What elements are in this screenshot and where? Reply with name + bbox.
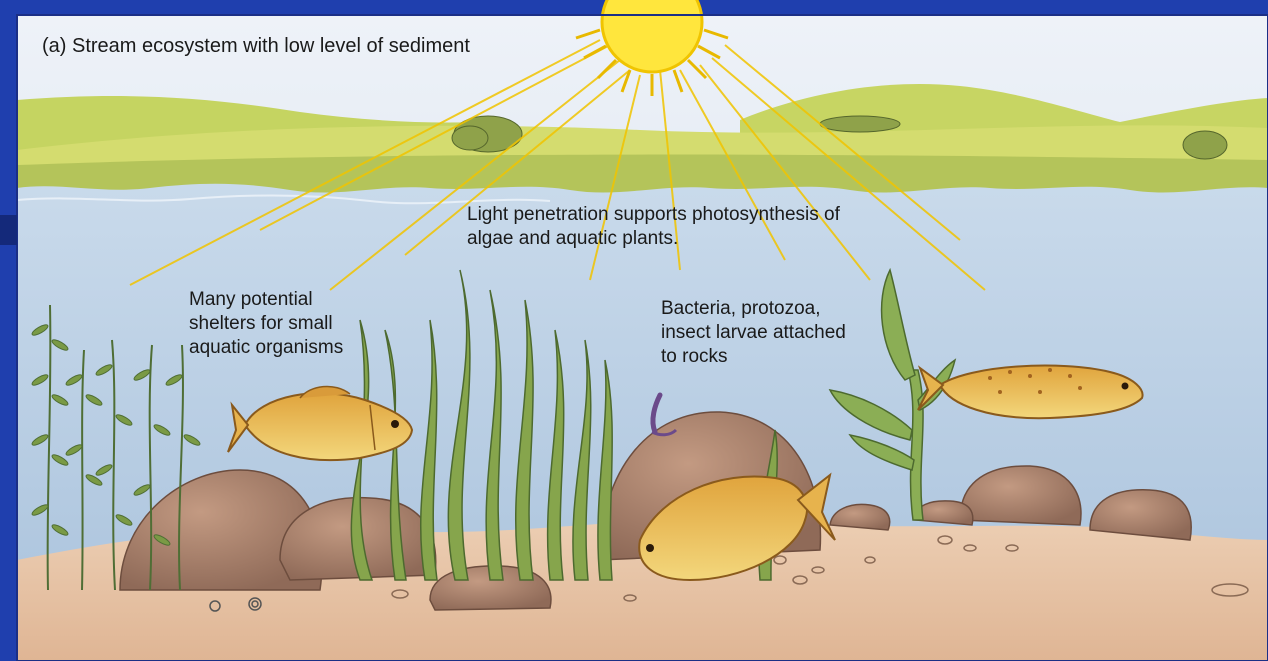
light-label-line-1: Light penetration supports photosynthesi… bbox=[467, 203, 840, 227]
bacteria-label: Bacteria, protozoa, insect larvae attach… bbox=[661, 297, 846, 369]
figure-title: (a) Stream ecosystem with low level of s… bbox=[42, 34, 470, 58]
shelters-label-line-1: Many potential bbox=[189, 288, 343, 312]
shelters-label: Many potential shelters for small aquati… bbox=[189, 288, 343, 360]
bacteria-label-line-2: insect larvae attached bbox=[661, 321, 846, 345]
bacteria-label-line-1: Bacteria, protozoa, bbox=[661, 297, 846, 321]
light-label-line-2: algae and aquatic plants. bbox=[467, 227, 840, 251]
shelters-label-line-2: shelters for small bbox=[189, 312, 343, 336]
shelters-label-line-3: aquatic organisms bbox=[189, 336, 343, 360]
light-penetration-label: Light penetration supports photosynthesi… bbox=[467, 203, 840, 251]
bacteria-label-line-3: to rocks bbox=[661, 345, 846, 369]
